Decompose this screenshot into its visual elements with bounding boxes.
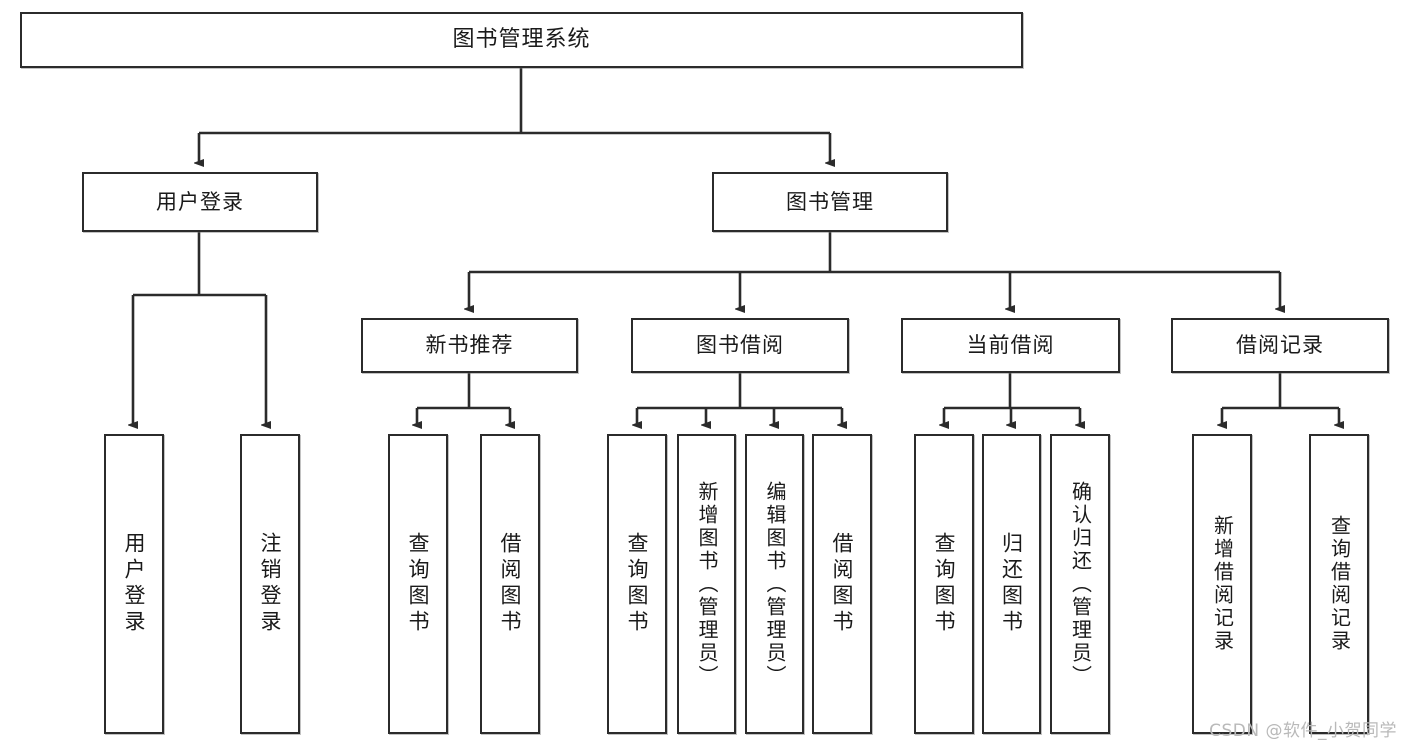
node-label: 查询图书: [406, 532, 431, 636]
node-label: 查询借阅记录: [1327, 515, 1352, 653]
node-book-management[interactable]: 图书管理: [712, 172, 948, 232]
leaf-borrow-book-recommend[interactable]: 借阅图书: [480, 434, 540, 734]
csdn-watermark: CSDN @软件_小贺同学: [1209, 721, 1397, 741]
node-label: 图书借阅: [696, 333, 784, 358]
leaf-query-book-recommend[interactable]: 查询图书: [388, 434, 448, 734]
node-label: 新增图书（管理员）: [695, 480, 719, 688]
node-label: 借阅图书: [498, 532, 523, 636]
node-label: 用户登录: [122, 532, 147, 636]
node-new-book-recommend[interactable]: 新书推荐: [361, 318, 578, 373]
node-label: 图书管理: [786, 189, 874, 214]
leaf-logout-login[interactable]: 注销登录: [240, 434, 300, 734]
node-label: 用户登录: [156, 189, 244, 214]
node-label: 借阅记录: [1236, 333, 1324, 358]
leaf-query-borrow-record[interactable]: 查询借阅记录: [1309, 434, 1369, 734]
node-label: 新书推荐: [425, 333, 514, 358]
node-label: 借阅图书: [830, 532, 855, 636]
leaf-add-book-admin[interactable]: 新增图书（管理员）: [677, 434, 736, 734]
leaf-query-book-current[interactable]: 查询图书: [914, 434, 974, 734]
node-label: 注销登录: [258, 532, 283, 636]
node-label: 查询图书: [625, 532, 650, 636]
leaf-confirm-return-admin[interactable]: 确认归还（管理员）: [1050, 434, 1110, 734]
node-label: 归还图书: [999, 532, 1024, 636]
node-user-login[interactable]: 用户登录: [82, 172, 318, 232]
leaf-query-book-borrow[interactable]: 查询图书: [607, 434, 667, 734]
node-label: 新增借阅记录: [1210, 515, 1235, 653]
leaf-return-book[interactable]: 归还图书: [982, 434, 1041, 734]
node-book-borrow[interactable]: 图书借阅: [631, 318, 849, 373]
node-label: 图书管理系统: [452, 27, 591, 53]
leaf-edit-book-admin[interactable]: 编辑图书（管理员）: [745, 434, 804, 734]
leaf-borrow-book[interactable]: 借阅图书: [812, 434, 872, 734]
node-root-book-management-system[interactable]: 图书管理系统: [20, 12, 1023, 68]
leaf-user-login[interactable]: 用户登录: [104, 434, 164, 734]
node-label: 编辑图书（管理员）: [763, 480, 787, 688]
node-label: 当前借阅: [966, 333, 1055, 358]
node-label: 查询图书: [932, 532, 957, 636]
node-label: 确认归还（管理员）: [1068, 480, 1093, 688]
node-borrow-record[interactable]: 借阅记录: [1171, 318, 1389, 373]
node-current-borrow[interactable]: 当前借阅: [901, 318, 1120, 373]
leaf-add-borrow-record[interactable]: 新增借阅记录: [1192, 434, 1252, 734]
